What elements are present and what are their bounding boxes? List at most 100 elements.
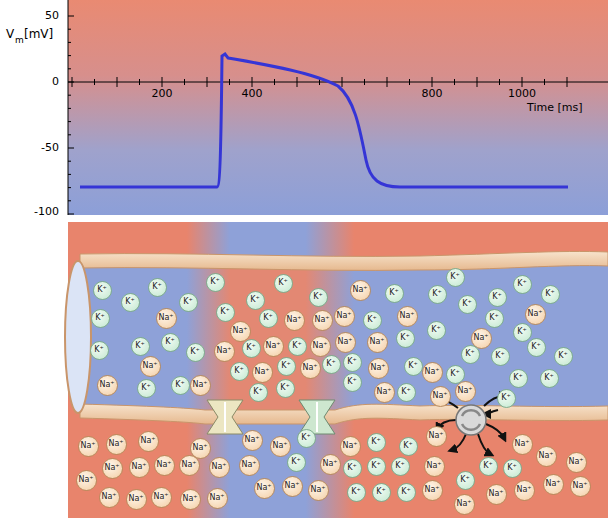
ion-label: Na⁺ — [192, 444, 207, 452]
ion-label: Na⁺ — [302, 364, 317, 372]
ion-label: Na⁺ — [140, 437, 155, 445]
ion-label: Na⁺ — [572, 482, 587, 490]
potassium-ion: K⁺ — [246, 291, 265, 310]
potassium-ion: K⁺ — [91, 309, 110, 328]
potassium-ion: K⁺ — [513, 323, 532, 342]
sodium-ion: Na⁺ — [270, 436, 291, 457]
sodium-ion: Na⁺ — [190, 375, 211, 396]
potassium-ion: K⁺ — [343, 459, 362, 478]
ion-label: K⁺ — [301, 434, 310, 442]
potassium-ion: K⁺ — [497, 389, 516, 408]
ion-label: K⁺ — [400, 334, 409, 342]
sodium-ion: Na⁺ — [239, 455, 260, 476]
sodium-ion: Na⁺ — [230, 321, 251, 342]
sodium-ion: Na⁺ — [525, 304, 546, 325]
sodium-ion: Na⁺ — [179, 455, 200, 476]
axis-title: Time [ms] — [527, 102, 582, 113]
ion-label: Na⁺ — [456, 500, 471, 508]
ion-label: Na⁺ — [336, 312, 351, 320]
potassium-ion: K⁺ — [230, 362, 249, 381]
sodium-ion: Na⁺ — [308, 480, 329, 501]
sodium-ion: Na⁺ — [97, 375, 118, 396]
sodium-ion: Na⁺ — [454, 494, 475, 515]
sodium-ion: Na⁺ — [424, 456, 445, 477]
ion-label: Na⁺ — [516, 486, 531, 494]
ion-label: Na⁺ — [312, 342, 327, 350]
potassium-ion: K⁺ — [288, 337, 307, 356]
potassium-ion: K⁺ — [161, 333, 180, 352]
ion-label: Na⁺ — [424, 368, 439, 376]
ion-label: K⁺ — [210, 278, 219, 286]
ion-label: Na⁺ — [568, 458, 583, 466]
potassium-ion: K⁺ — [90, 341, 109, 360]
ion-label: Na⁺ — [310, 486, 325, 494]
potassium-ion: K⁺ — [309, 288, 328, 307]
potassium-ion: K⁺ — [367, 433, 386, 452]
sodium-ion: Na⁺ — [334, 306, 355, 327]
ion-label: Na⁺ — [254, 368, 269, 376]
potassium-ion: K⁺ — [186, 343, 205, 362]
ion-label: Na⁺ — [99, 381, 114, 389]
ion-label: K⁺ — [234, 367, 243, 375]
ion-label: K⁺ — [326, 360, 335, 368]
potassium-ion: K⁺ — [276, 379, 295, 398]
sodium-ion: Na⁺ — [350, 280, 371, 301]
potassium-ion: K⁺ — [93, 281, 112, 300]
sodium-ion: Na⁺ — [430, 386, 451, 407]
ion-label: K⁺ — [141, 384, 150, 392]
potassium-ion: K⁺ — [458, 295, 477, 314]
potassium-ion: K⁺ — [363, 311, 382, 330]
ion-label: Na⁺ — [284, 482, 299, 490]
sodium-ion: Na⁺ — [263, 336, 284, 357]
sodium-ion: Na⁺ — [514, 480, 535, 501]
sodium-ion: Na⁺ — [320, 454, 341, 475]
ion-label: Na⁺ — [399, 312, 414, 320]
potassium-ion: K⁺ — [148, 278, 167, 297]
ion-label: K⁺ — [246, 344, 255, 352]
ion-label: Na⁺ — [545, 480, 560, 488]
tick-label: 200 — [152, 88, 173, 99]
ion-label: K⁺ — [389, 289, 398, 297]
ion-label: Na⁺ — [272, 442, 287, 450]
sodium-ion: Na⁺ — [156, 308, 177, 329]
sodium-ion: Na⁺ — [209, 457, 230, 478]
potassium-ion: K⁺ — [131, 337, 150, 356]
sodium-ion: Na⁺ — [129, 457, 150, 478]
ion-label: K⁺ — [95, 314, 104, 322]
tick-label: 400 — [242, 88, 263, 99]
sodium-ion: Na⁺ — [254, 478, 275, 499]
ion-label: Na⁺ — [376, 388, 391, 396]
ion-label: K⁺ — [460, 476, 469, 484]
ion-label: K⁺ — [371, 438, 380, 446]
potassium-ion: K⁺ — [461, 345, 480, 364]
ion-label: Na⁺ — [153, 493, 168, 501]
ion-label: K⁺ — [367, 316, 376, 324]
ion-label: K⁺ — [517, 328, 526, 336]
ion-label: K⁺ — [544, 374, 553, 382]
ion-label: Na⁺ — [211, 463, 226, 471]
ion-label: Na⁺ — [426, 462, 441, 470]
sodium-ion: Na⁺ — [422, 480, 443, 501]
ion-channel — [207, 400, 243, 434]
ion-label: K⁺ — [492, 293, 501, 301]
ion-label: Na⁺ — [457, 387, 472, 395]
potassium-ion: K⁺ — [554, 347, 573, 366]
ion-label: K⁺ — [152, 283, 161, 291]
tick-label: 50 — [45, 10, 59, 21]
tick-label: 800 — [422, 88, 443, 99]
ion-label: K⁺ — [403, 442, 412, 450]
tick-label: -100 — [34, 206, 59, 217]
ion-label: Na⁺ — [488, 490, 503, 498]
ion-label: Na⁺ — [337, 338, 352, 346]
sodium-ion: Na⁺ — [284, 310, 305, 331]
sodium-ion: Na⁺ — [335, 332, 356, 353]
ion-label: Na⁺ — [142, 362, 157, 370]
ion-label: K⁺ — [450, 273, 459, 281]
ion-label: Na⁺ — [322, 460, 337, 468]
sodium-ion: Na⁺ — [151, 487, 172, 508]
sodium-ion: Na⁺ — [242, 430, 263, 451]
ion-label: K⁺ — [97, 286, 106, 294]
sodium-ion: Na⁺ — [300, 358, 321, 379]
potassium-ion: K⁺ — [485, 309, 504, 328]
ion-label: Na⁺ — [78, 476, 93, 484]
